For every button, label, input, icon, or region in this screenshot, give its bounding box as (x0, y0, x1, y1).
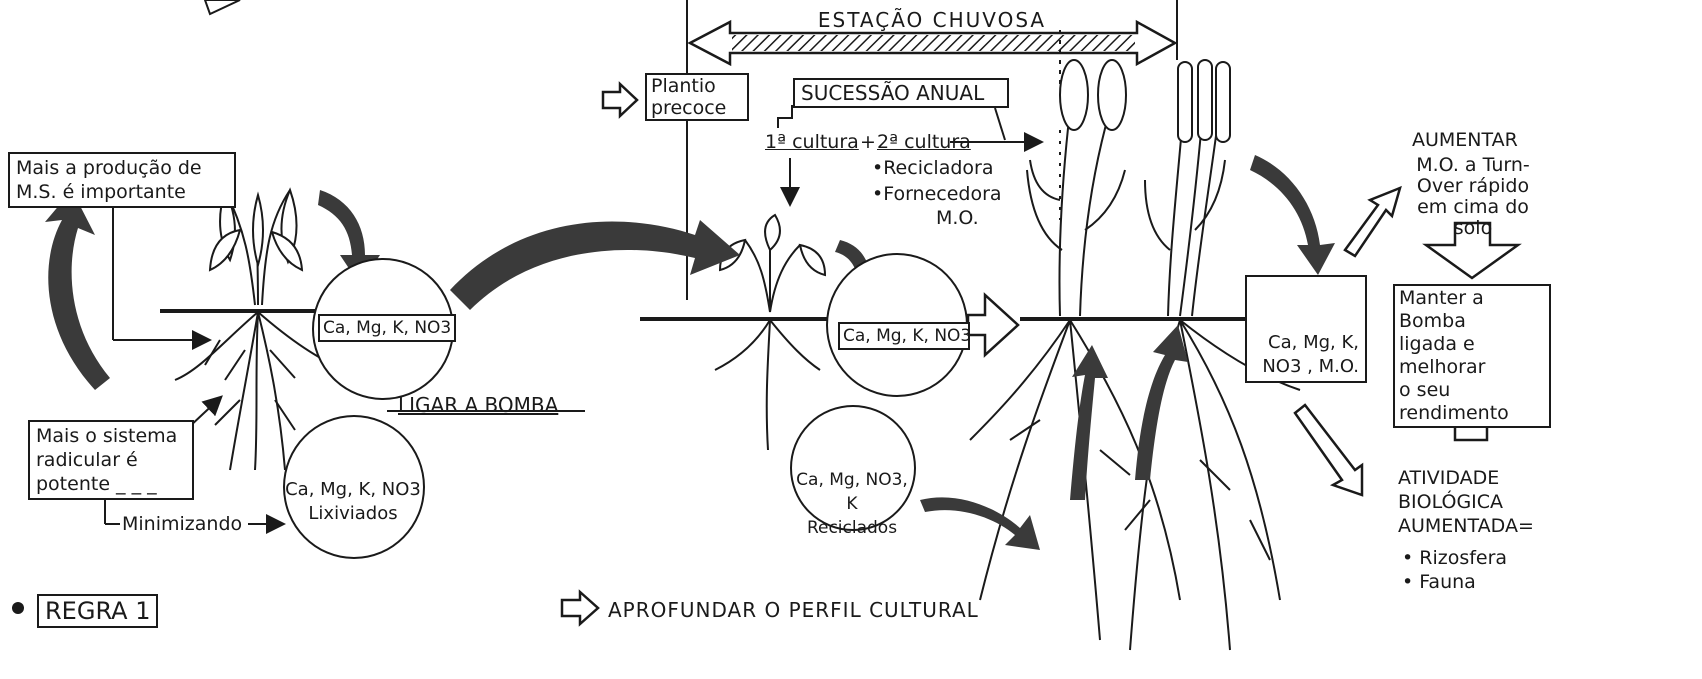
partial-arrow-icon (205, 0, 240, 14)
down-right-arrow-icon (1295, 405, 1362, 495)
keep-pump-box: Manter a Bomba ligada e melhorar o seu r… (1393, 284, 1551, 428)
bio-item: • Fauna (1402, 570, 1476, 594)
up-right-arrow-icon (1345, 188, 1400, 256)
ms-production-box: Mais a produção de M.S. é importante (8, 152, 236, 208)
succession-item: •Recicladora (872, 156, 993, 180)
root-system-box: Mais o sistema radicular é potente _ _ _ (28, 420, 194, 500)
soil-box-right-text: Ca, Mg, K, NO3 , M.O. (1262, 331, 1359, 379)
succession-item: M.O. (936, 206, 979, 230)
recycled-label: Ca, Mg, NO3, K Reciclados (790, 468, 914, 540)
succession-item: •Fornecedora (872, 182, 1002, 206)
bio-activity-title: ATIVIDADE BIOLÓGICA AUMENTADA= (1398, 466, 1534, 538)
increase-label: AUMENTAR (1412, 128, 1518, 152)
plantio-arrow-icon (603, 84, 637, 116)
big-arrows (45, 155, 1335, 550)
outline-arrows (562, 84, 1518, 624)
rule-text: APROFUNDAR O PERFIL CULTURAL (608, 598, 979, 622)
pump-label: LIGAR A BOMBA (398, 393, 558, 417)
second-crop-label: 2ª cultura (877, 130, 971, 154)
om-turnover-text: M.O. a Turn- Over rápido em cima do solo (1398, 155, 1548, 239)
soil-nutrients-left: Ca, Mg, K, NO3 (318, 314, 456, 342)
succession-box: SUCESSÃO ANUAL (793, 78, 1009, 108)
bio-item: • Rizosfera (1402, 546, 1507, 570)
soil-nutrients-middle: Ca, Mg, K, NO3 (838, 322, 970, 350)
leached-label: Ca, Mg, K, NO3 Lixiviados (283, 478, 423, 526)
rule-arrow-icon (562, 592, 598, 624)
rainy-season-label: ESTAÇÃO CHUVOSA (782, 8, 1082, 32)
early-planting-box: Plantio precoce (645, 73, 749, 121)
rule-bullet-icon (12, 602, 24, 614)
first-crop-label: 1ª cultura (765, 130, 859, 154)
soil-box-right: Ca, Mg, K, NO3 , M.O. (1245, 275, 1367, 383)
rule-label-box: REGRA 1 (37, 594, 158, 628)
plus-sign: + (860, 130, 876, 154)
minimizing-label: Minimizando (122, 512, 242, 536)
right-arrow-icon (968, 295, 1018, 355)
